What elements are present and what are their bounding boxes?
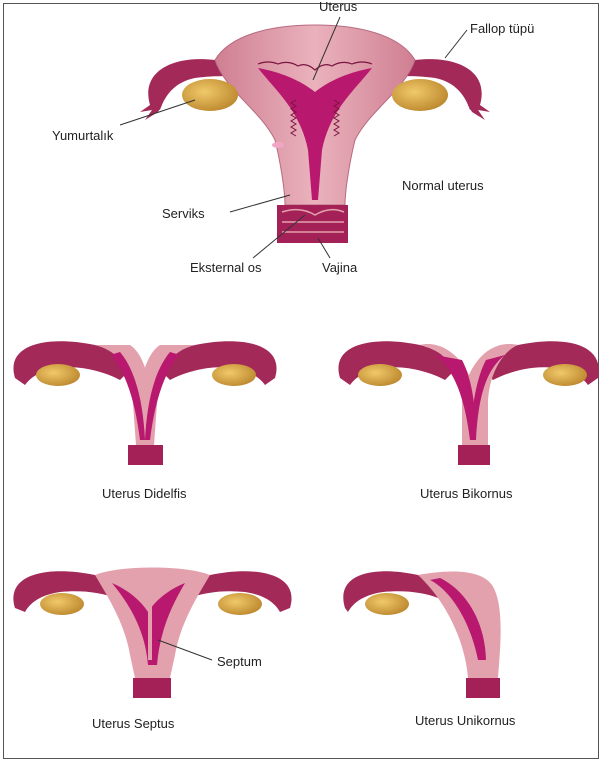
- didelfis-left-ovary: [36, 364, 80, 386]
- label-uterus-unikornus: Uterus Unikornus: [415, 713, 516, 728]
- septus-right-ovary: [218, 593, 262, 615]
- fallop-leader: [445, 30, 467, 58]
- uterus-septus-figure: [13, 568, 291, 699]
- unikornus-body: [418, 571, 501, 678]
- unikornus-ovary: [365, 593, 409, 615]
- septus-left-ovary: [40, 593, 84, 615]
- label-fallop-tupu: Fallop tüpü: [470, 21, 534, 36]
- bikornus-left-ovary: [358, 364, 402, 386]
- septus-vagina: [133, 678, 171, 698]
- label-serviks: Serviks: [162, 206, 205, 221]
- label-uterus: Uterus: [319, 0, 358, 14]
- label-uterus-bikornus: Uterus Bikornus: [420, 486, 513, 501]
- label-eksternal-os: Eksternal os: [190, 260, 262, 275]
- small-mark: [272, 142, 284, 148]
- left-ovary: [182, 79, 238, 111]
- right-ovary: [392, 79, 448, 111]
- uterus-unikornus-figure: [343, 571, 500, 698]
- label-septum: Septum: [217, 654, 262, 669]
- label-vajina: Vajina: [322, 260, 358, 275]
- label-yumurtalik: Yumurtalık: [52, 128, 114, 143]
- bikornus-vagina: [458, 445, 490, 465]
- label-uterus-didelfis: Uterus Didelfis: [102, 486, 187, 501]
- label-uterus-septus: Uterus Septus: [92, 716, 175, 731]
- bikornus-right-ovary: [543, 364, 587, 386]
- didelfis-vagina: [128, 445, 163, 465]
- uterus-didelfis-figure: [13, 341, 276, 465]
- uterus-bikornus-figure: [338, 341, 598, 465]
- unikornus-vagina: [466, 678, 500, 698]
- didelfis-right-ovary: [212, 364, 256, 386]
- right-fimbriae: [468, 105, 490, 120]
- label-normal-uterus: Normal uterus: [402, 178, 484, 193]
